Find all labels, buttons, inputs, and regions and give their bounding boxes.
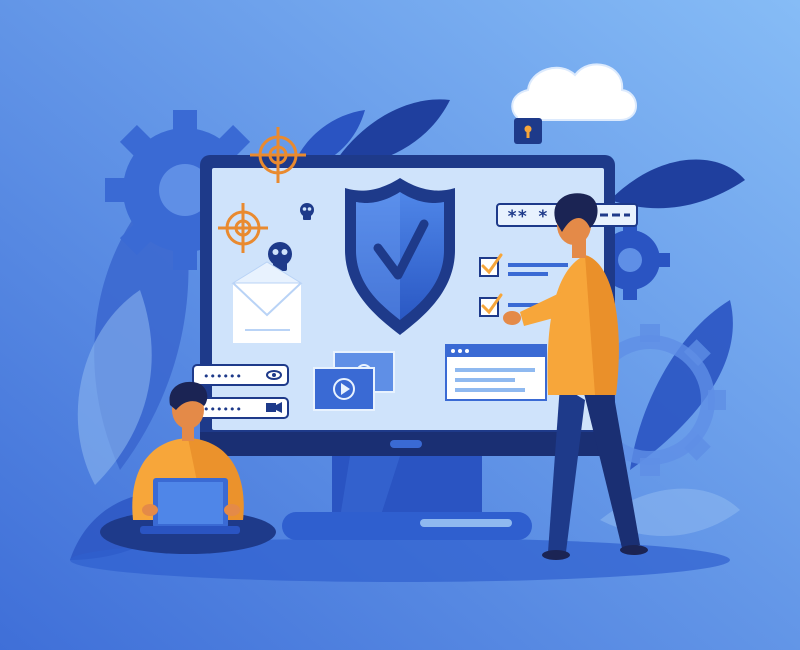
- check-mark-icon: [373, 219, 429, 280]
- login-field: ••••••: [192, 364, 289, 386]
- check-mark-icon: [481, 253, 503, 275]
- crosshair-icon: [250, 127, 306, 183]
- skull-icon: [300, 203, 314, 220]
- monitor-neck-highlight: [340, 456, 400, 518]
- person-arm: [520, 290, 576, 326]
- crosshair-icon: [218, 203, 268, 253]
- monitor-button: [390, 440, 422, 448]
- person-shoe: [542, 550, 570, 560]
- checklist: [479, 253, 568, 317]
- camera-icon: [266, 402, 282, 413]
- person-hand: [224, 504, 240, 516]
- person-neck: [182, 425, 194, 441]
- person-shoe: [620, 545, 648, 555]
- person-hair: [169, 381, 208, 410]
- standing-person: [503, 193, 648, 560]
- checkbox-icon: [479, 297, 499, 317]
- person-hair: [554, 193, 598, 232]
- checkbox-icon: [479, 257, 499, 277]
- shield-icon: [345, 178, 455, 335]
- person-leg-right: [582, 385, 640, 548]
- leaf-right-lower: [630, 300, 733, 470]
- person-hand: [142, 504, 158, 516]
- leaf-left-pale: [77, 290, 152, 485]
- laptop-icon: [140, 478, 240, 534]
- background-leaves: [70, 99, 745, 560]
- person-torso-shade: [585, 255, 619, 395]
- seated-person: [100, 381, 276, 554]
- monitor-stand-highlight: [420, 519, 512, 527]
- person-hand: [503, 311, 521, 325]
- lock-icon: [514, 97, 542, 144]
- browser-window-icon: [445, 344, 547, 401]
- login-field: ••••••: [192, 397, 289, 419]
- login-mask-text: ••••••: [203, 403, 242, 416]
- leaf-right-dark: [610, 159, 745, 209]
- email-envelope-icon: [231, 261, 303, 343]
- eye-icon: [266, 370, 282, 380]
- play-icon: [341, 383, 350, 395]
- check-mark-icon: [481, 293, 503, 315]
- login-mask-text: ••••••: [203, 370, 242, 383]
- person-leg-left: [548, 385, 585, 552]
- password-mask-text: ** *: [507, 207, 548, 227]
- video-player-icon: [313, 367, 375, 411]
- cloud-icon: [511, 63, 637, 121]
- leaf-top-dark: [330, 99, 450, 170]
